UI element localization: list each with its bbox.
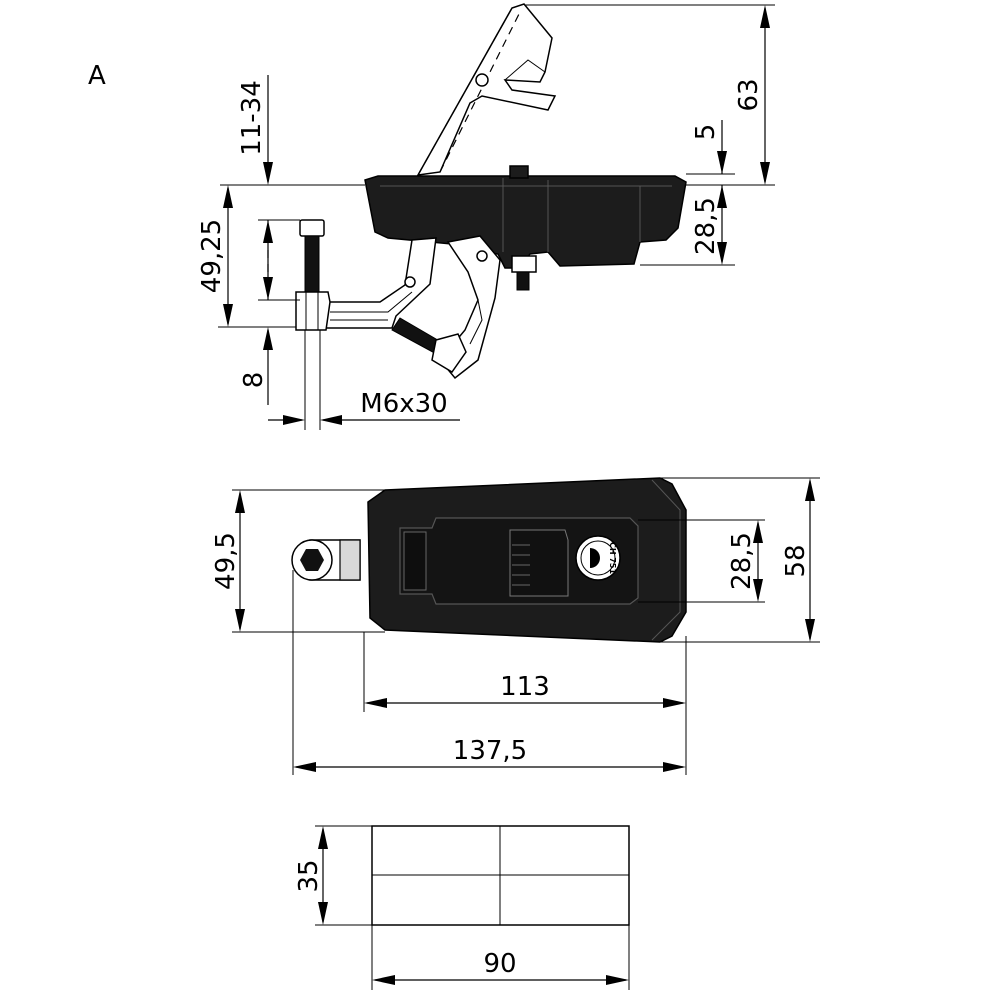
- dim-cutout-width: 90: [371, 925, 630, 990]
- dim-body-depth: 28,5: [640, 190, 735, 266]
- dim-body-width: 58: [660, 477, 820, 643]
- svg-text:11-34: 11-34: [237, 80, 267, 156]
- cutout-view: 35 90: [294, 825, 630, 990]
- dim-bracket-height: 49,25: [197, 185, 296, 328]
- lock-stamp: CH 751: [608, 542, 617, 574]
- center-stud: [511, 255, 537, 291]
- svg-text:28,5: 28,5: [727, 532, 757, 590]
- diagonal-bolt: [391, 317, 467, 374]
- side-view: 63 5 28,5 1: [197, 3, 775, 430]
- dim-bolt-size: M6x30: [268, 330, 460, 430]
- dim-body-length: 113: [363, 632, 687, 712]
- svg-text:5: 5: [691, 124, 721, 141]
- svg-text:58: 58: [781, 544, 811, 577]
- svg-text:113: 113: [500, 672, 550, 702]
- dim-step: 5: [686, 120, 735, 208]
- svg-text:90: 90: [483, 949, 516, 979]
- bracket-arm: [295, 219, 537, 380]
- svg-text:49,5: 49,5: [211, 532, 241, 590]
- lock-body-top: CH 751: [367, 477, 687, 643]
- svg-text:8: 8: [239, 372, 269, 389]
- raised-handle: [416, 3, 557, 176]
- dim-cutout-height: 35: [294, 825, 372, 926]
- svg-text:28,5: 28,5: [691, 197, 721, 255]
- svg-text:M6x30: M6x30: [360, 389, 447, 419]
- dim-total-height: 63: [525, 4, 775, 186]
- dim-overall-length: 137,5: [292, 570, 687, 775]
- dim-lever-range: 11-34: [237, 75, 300, 301]
- view-label: A: [88, 61, 106, 91]
- svg-text:35: 35: [294, 859, 324, 892]
- vertical-bolt: [295, 219, 331, 331]
- dim-lock-height: 28,5: [638, 519, 765, 603]
- svg-text:49,25: 49,25: [197, 219, 227, 293]
- top-view: CH 751 49,5 28,5 58: [211, 477, 820, 775]
- dim-bolt-offset: 8: [239, 327, 273, 405]
- svg-text:137,5: 137,5: [453, 736, 527, 766]
- bracket-tab: [291, 539, 361, 581]
- lock-cylinder: CH 751: [575, 535, 621, 581]
- svg-text:63: 63: [734, 78, 764, 111]
- dim-width-with-bracket: 49,5: [211, 489, 385, 633]
